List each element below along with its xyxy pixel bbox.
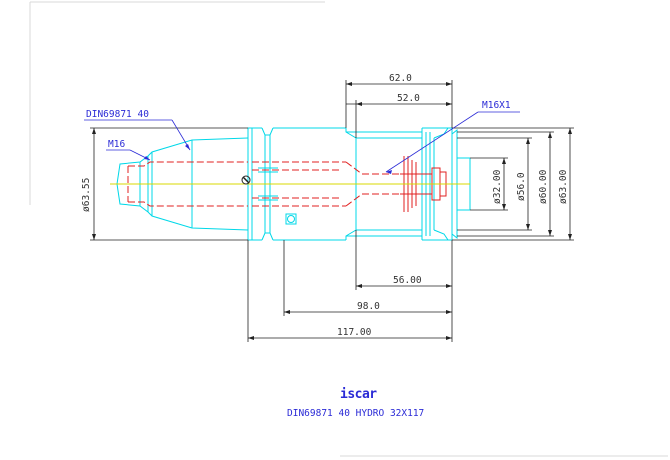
dim-dia-60: ø60.00 <box>538 169 549 204</box>
dimension-arrows <box>92 82 572 340</box>
callout-leaders <box>84 111 520 173</box>
dim-dia-63-55: ø63.55 <box>81 178 92 212</box>
callout-arrows <box>144 144 392 174</box>
dim-117: 117.00 <box>337 327 372 338</box>
iscar-logo: iscar <box>340 387 377 402</box>
drawing-title: DIN69871 40 HYDRO 32X117 <box>287 408 424 419</box>
sheet-border <box>29 1 668 457</box>
dim-52: 52.0 <box>397 93 420 104</box>
callout-taper: DIN69871 40 <box>86 109 149 120</box>
dimension-lines <box>90 80 574 342</box>
pin-symbol <box>241 175 251 185</box>
hidden-lines <box>127 161 400 207</box>
dim-62: 62.0 <box>389 73 412 84</box>
dim-dia-63: ø63.00 <box>558 169 569 204</box>
dim-dia-32: ø32.00 <box>492 169 503 204</box>
dim-98: 98.0 <box>357 301 380 312</box>
dim-dia-56: ø56.0 <box>516 172 527 201</box>
dim-56: 56.00 <box>393 275 422 286</box>
flange-body <box>247 127 346 241</box>
callout-m16x1: M16X1 <box>482 100 511 111</box>
callout-m16: M16 <box>108 139 125 150</box>
